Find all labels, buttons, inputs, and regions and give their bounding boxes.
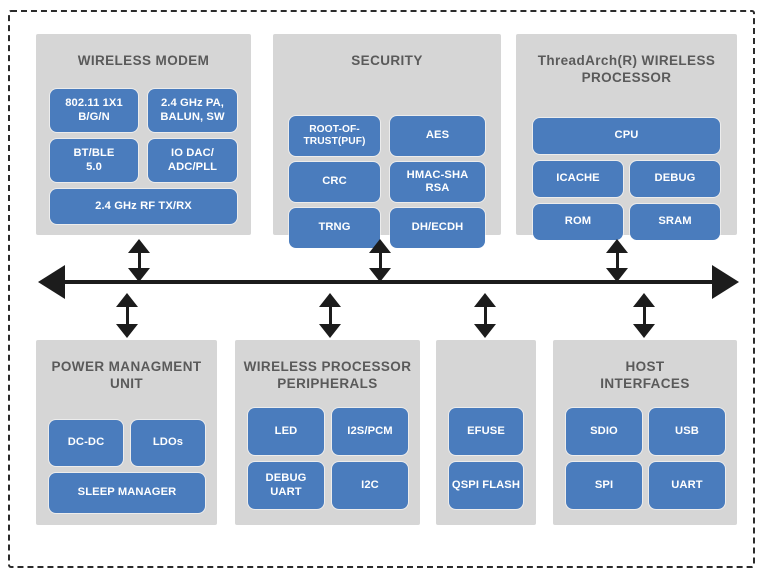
block-sdio[interactable]: SDIO <box>566 408 642 455</box>
block-debug[interactable]: DEBUG <box>630 161 720 197</box>
panel-title-power-management-unit: POWER MANAGMENT UNIT <box>51 359 202 391</box>
block-crc[interactable]: CRC <box>289 162 380 202</box>
block-io-dac-adc-pll[interactable]: IO DAC/ ADC/PLL <box>148 139 237 182</box>
block-dh-ecdh[interactable]: DH/ECDH <box>390 208 485 248</box>
system-bus-left-arrowhead <box>38 265 65 299</box>
arrowhead-up-icon <box>474 293 496 307</box>
block-24ghz-rf-tx-rx[interactable]: 2.4 GHz RF TX/RX <box>50 189 237 224</box>
block-rom[interactable]: ROM <box>533 204 623 240</box>
block-efuse[interactable]: EFUSE <box>449 408 523 455</box>
block-sleep-manager[interactable]: SLEEP MANAGER <box>49 473 205 513</box>
block-usb[interactable]: USB <box>649 408 725 455</box>
panel-host-interfaces: HOST INTERFACES SDIO USB SPI UART <box>553 340 737 525</box>
block-led[interactable]: LED <box>248 408 324 455</box>
arrow-shaft <box>125 301 129 330</box>
arrowhead-up-icon <box>606 239 628 253</box>
arrow-shaft <box>378 247 382 274</box>
arrow-shaft <box>642 301 646 330</box>
block-debug-uart[interactable]: DEBUG UART <box>248 462 324 509</box>
panel-security: SECURITY ROOT-OF- TRUST(PUF) AES CRC HMA… <box>273 34 501 248</box>
block-bt-ble-50[interactable]: BT/BLE 5.0 <box>50 139 138 182</box>
block-i2c[interactable]: I2C <box>332 462 408 509</box>
panel-power-management-unit: POWER MANAGMENT UNIT DC-DC LDOs SLEEP MA… <box>36 340 217 525</box>
connector-arrow-bus-to-host-interfaces <box>633 293 655 338</box>
panel-title-memory-fuse <box>436 340 536 358</box>
block-aes[interactable]: AES <box>390 116 485 156</box>
panel-title-wireless-modem: WIRELESS MODEM <box>77 53 210 68</box>
arrowhead-up-icon <box>128 239 150 253</box>
block-hmac-sha-rsa[interactable]: HMAC-SHA RSA <box>390 162 485 202</box>
chip-boundary-dashed-outline <box>8 10 755 568</box>
panel-title-wireless-processor-peripherals: WIRELESS PROCESSOR PERIPHERALS <box>243 359 412 391</box>
block-root-of-trust-puf[interactable]: ROOT-OF- TRUST(PUF) <box>289 116 380 156</box>
arrowhead-up-icon <box>633 293 655 307</box>
block-qspi-flash[interactable]: QSPI FLASH <box>449 462 523 509</box>
arrow-shaft <box>137 247 141 274</box>
panel-title-threadarch-wireless-processor: ThreadArch(R) WIRELESS PROCESSOR <box>537 53 716 85</box>
arrow-shaft <box>615 247 619 274</box>
arrowhead-down-icon <box>128 268 150 282</box>
arrowhead-down-icon <box>606 268 628 282</box>
connector-arrow-wireless-modem-to-bus <box>128 239 150 282</box>
panel-title-security: SECURITY <box>351 53 423 68</box>
arrowhead-down-icon <box>319 324 341 338</box>
block-sram[interactable]: SRAM <box>630 204 720 240</box>
system-bus-right-arrowhead <box>712 265 739 299</box>
panel-threadarch-wireless-processor: ThreadArch(R) WIRELESS PROCESSOR CPU ICA… <box>516 34 737 240</box>
panel-memory-fuse: EFUSE QSPI FLASH <box>436 340 536 525</box>
block-trng[interactable]: TRNG <box>289 208 380 248</box>
arrowhead-down-icon <box>474 324 496 338</box>
block-i2s-pcm[interactable]: I2S/PCM <box>332 408 408 455</box>
arrow-shaft <box>328 301 332 330</box>
panel-wireless-processor-peripherals: WIRELESS PROCESSOR PERIPHERALS LED I2S/P… <box>235 340 420 525</box>
block-icache[interactable]: ICACHE <box>533 161 623 197</box>
panel-title-host-interfaces: HOST INTERFACES <box>600 359 690 391</box>
block-uart[interactable]: UART <box>649 462 725 509</box>
panel-wireless-modem: WIRELESS MODEM 802.11 1X1 B/G/N 2.4 GHz … <box>36 34 251 235</box>
connector-arrow-bus-to-memory-fuse <box>474 293 496 338</box>
arrowhead-down-icon <box>116 324 138 338</box>
arrowhead-up-icon <box>116 293 138 307</box>
block-ldos[interactable]: LDOs <box>131 420 205 466</box>
block-dc-dc[interactable]: DC-DC <box>49 420 123 466</box>
block-24ghz-pa-balun-sw[interactable]: 2.4 GHz PA, BALUN, SW <box>148 89 237 132</box>
arrowhead-up-icon <box>319 293 341 307</box>
connector-arrow-bus-to-wireless-processor-peripherals <box>319 293 341 338</box>
connector-arrow-bus-to-power-management-unit <box>116 293 138 338</box>
arrowhead-down-icon <box>369 268 391 282</box>
arrowhead-down-icon <box>633 324 655 338</box>
connector-arrow-threadarch-processor-to-bus <box>606 239 628 282</box>
block-cpu[interactable]: CPU <box>533 118 720 154</box>
block-80211-1x1-bgn[interactable]: 802.11 1X1 B/G/N <box>50 89 138 132</box>
arrowhead-up-icon <box>369 239 391 253</box>
arrow-shaft <box>483 301 487 330</box>
connector-arrow-security-to-bus <box>369 239 391 282</box>
block-spi[interactable]: SPI <box>566 462 642 509</box>
system-bus-line <box>63 280 715 284</box>
